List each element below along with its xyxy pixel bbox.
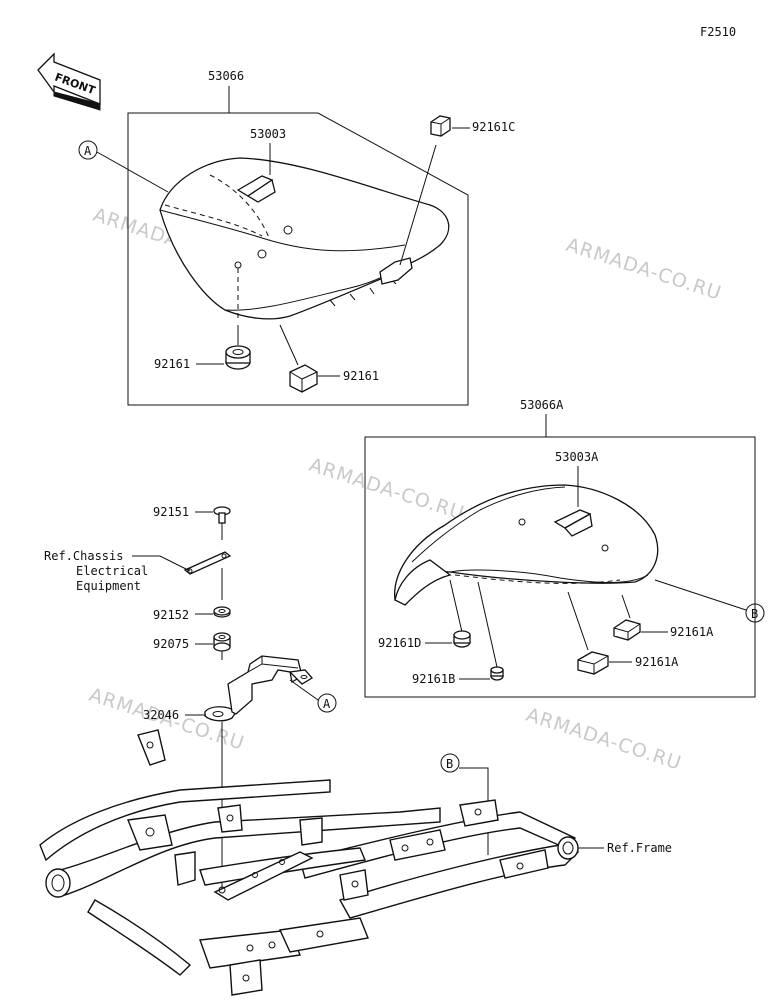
- chassis-strap: [183, 551, 232, 575]
- part-92161-right-bumper: [289, 364, 318, 393]
- passenger-seat: [394, 484, 659, 606]
- ref-chassis-line3: Equipment: [76, 579, 141, 593]
- part-32046: 32046: [143, 708, 179, 722]
- callout-a-text: A: [323, 697, 331, 711]
- ref-chassis-line2: Electrical: [76, 564, 148, 578]
- part-92161d: 92161D: [378, 636, 421, 650]
- part-32046-bracket: [204, 655, 314, 722]
- part-53003: 53003: [250, 127, 286, 141]
- part-92151: 92151: [153, 505, 189, 519]
- part-92161a-bottom-bumper: [577, 651, 609, 675]
- assembly-53066-box: [127, 112, 469, 406]
- part-92161c: 92161C: [472, 120, 515, 134]
- part-92152-washer: [213, 606, 231, 618]
- part-92161a-top-bumper: [613, 619, 641, 641]
- part-92075: 92075: [153, 637, 189, 651]
- part-92161b: 92161B: [412, 672, 455, 686]
- part-92161-left: 92161: [154, 357, 190, 371]
- assembly-53066a-box: [364, 436, 756, 698]
- watermark: ARMADA-CO.RU: [306, 454, 467, 525]
- part-92161a-bottom: 92161A: [635, 655, 679, 669]
- part-92161a-top: 92161A: [670, 625, 714, 639]
- part-92161-left-bumper: [225, 345, 251, 370]
- callout-a: [317, 693, 337, 713]
- callout-b-text: B: [446, 757, 453, 771]
- part-92075-damper: [213, 632, 231, 652]
- callout-b: [440, 753, 460, 773]
- part-92161b-bumper: [490, 666, 504, 681]
- callout-b-text: B: [751, 607, 758, 621]
- callout-a: [78, 140, 98, 160]
- part-92151-bolt: [213, 506, 231, 524]
- assembly-53066-label: 53066: [208, 69, 244, 83]
- part-92161-right: 92161: [343, 369, 379, 383]
- part-92161c-bumper: [430, 115, 451, 137]
- figure-code: F2510: [700, 25, 736, 39]
- part-92152: 92152: [153, 608, 189, 622]
- callout-a-text: A: [84, 144, 92, 158]
- assembly-53066a-label: 53066A: [520, 398, 564, 412]
- front-arrow-icon: FRONT: [37, 52, 101, 111]
- watermark: ARMADA-CO.RU: [563, 234, 724, 305]
- ref-frame: Ref.Frame: [607, 841, 672, 855]
- callout-b: [745, 603, 765, 623]
- part-92161d-bumper: [453, 630, 471, 648]
- watermark: ARMADA-CO.RU: [523, 704, 684, 775]
- driver-seat: [159, 157, 450, 320]
- motorcycle-frame: [39, 729, 580, 996]
- part-53003a: 53003A: [555, 450, 599, 464]
- leader-92161c: [399, 144, 437, 266]
- ref-chassis-line1: Ref.Chassis: [44, 549, 123, 563]
